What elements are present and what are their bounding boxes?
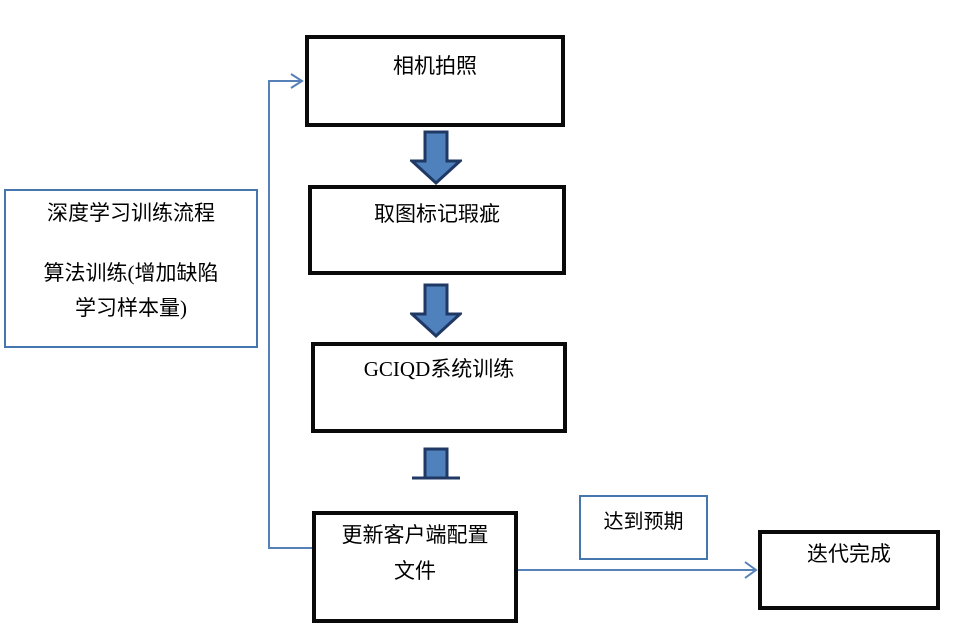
node-label: 相机拍照: [393, 54, 477, 78]
block-arrow-down-icon: [412, 447, 460, 480]
block-arrow-down-icon: [410, 283, 462, 339]
node-gciqd-training: GCIQD系统训练: [311, 342, 567, 433]
node-label-line: 更新客户端配置: [341, 523, 489, 547]
condition-label: 达到预期: [603, 511, 684, 533]
arrowhead-right-icon: [290, 73, 304, 89]
label-condition-expected: 达到预期: [579, 495, 708, 560]
node-label: 迭代完成: [807, 542, 891, 566]
panel-line: 学习样本量): [75, 296, 187, 320]
node-update-client-config: 更新客户端配置 文件: [312, 511, 518, 623]
arrowhead-right-icon: [744, 561, 758, 579]
node-camera-capture: 相机拍照: [305, 35, 565, 127]
panel-line: 算法训练(增加缺陷: [43, 261, 219, 285]
connector-feedback-line: [268, 80, 312, 549]
panel-line: 深度学习训练流程: [47, 201, 215, 225]
node-iteration-complete: 迭代完成: [758, 530, 940, 610]
block-arrow-down-icon: [410, 130, 462, 186]
node-capture-mark-defects: 取图标记瑕疵: [308, 185, 566, 275]
panel-process-description: 深度学习训练流程 算法训练(增加缺陷 学习样本量): [4, 189, 258, 348]
node-label: 取图标记瑕疵: [374, 202, 500, 226]
node-label: GCIQD系统训练: [363, 357, 515, 381]
node-label-line: 文件: [394, 559, 436, 583]
